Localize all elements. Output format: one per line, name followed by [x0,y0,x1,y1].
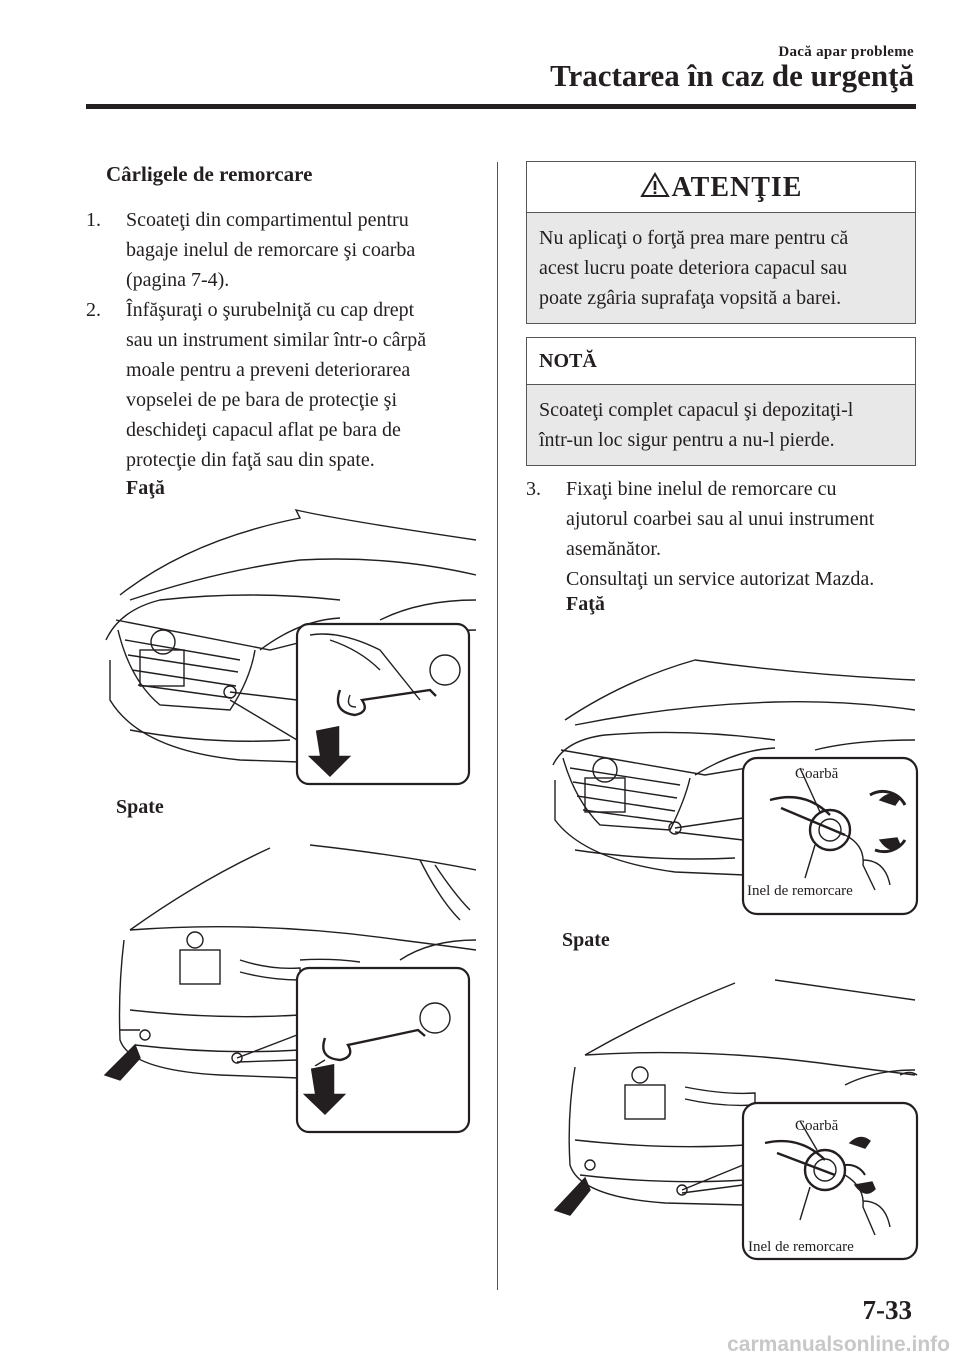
caution-box: ATENŢIE Nu aplicaţi o forţă prea mare pe… [526,161,916,324]
step-line: Scoateţi din compartimentul pentru [126,209,409,231]
step-line: bagaje inelul de remorcare şi coarba [126,239,416,261]
caution-title: ATENŢIE [671,172,803,203]
callout-ring: Inel de remorcare [747,883,853,899]
warning-icon [639,164,670,216]
step-line: Fixaţi bine inelul de remorcare cu [566,478,837,500]
step-line: moale pentru a preveni deteriorarea [126,359,411,381]
label-front: Faţă [126,477,165,499]
step-line: sau un instrument similar într-o cârpă [126,329,427,351]
note-body: Scoateţi complet capacul şi depozitaţi-l… [527,385,915,465]
step-number: 2. [86,299,101,321]
callout-wrench: Coarbă [795,766,839,782]
callout-wrench-rear: Coarbă [795,1118,839,1134]
rear-ring-illustration: Coarbă Inel de remorcare [545,975,920,1265]
step-1: 1. Scoateţi din compartimentul pentru ba… [86,205,415,295]
header-rule [86,104,916,109]
step-line: vopselei de pe bara de protecţie şi [126,389,397,411]
caution-line: acest lucru poate deteriora capacul sau [539,257,848,279]
label-front-right: Faţă [566,593,605,615]
step-3: 3. Fixaţi bine inelul de remorcare cu aj… [526,474,874,594]
step-line: Consultaţi un service autorizat Mazda. [566,568,875,590]
step-line: Înfăşuraţi o şurubelniţă cu cap drept [126,299,415,321]
step-line: (pagina 7-4). [126,269,230,291]
caution-header: ATENŢIE [527,162,915,213]
page-number: 7-33 [862,1295,913,1325]
rear-bumper-illustration [100,840,476,1140]
caution-line: Nu aplicaţi o forţă prea mare pentru că [539,227,849,249]
step-number: 1. [86,209,101,231]
watermark[interactable]: carmanualsonline.info [727,1333,950,1356]
step-number: 3. [526,478,541,500]
step-line: protecţie din faţă sau din spate. [126,449,375,471]
header-section: Dacă apar probleme [778,44,914,60]
label-rear: Spate [116,796,164,818]
callout-ring-rear: Inel de remorcare [748,1239,854,1255]
front-ring-illustration: Coarbă Inel de remorcare [545,640,920,920]
step-line: ajutorul coarbei sau al unui instrument [566,508,875,530]
caution-body: Nu aplicaţi o forţă prea mare pentru că … [527,213,915,323]
note-box: NOTĂ Scoateţi complet capacul şi depozit… [526,337,916,466]
section-title: Cârligele de remorcare [106,162,313,186]
step-line: deschideţi capacul aflat pe bara de [126,419,401,441]
note-line: într-un loc sigur pentru a nu-l pierde. [539,429,835,451]
caution-line: poate zgâria suprafaţa vopsită a barei. [539,287,842,309]
step-line: asemănător. [566,538,661,560]
note-title: NOTĂ [527,338,915,385]
page-title: Tractarea în caz de urgenţă [550,58,914,93]
step-2: 2. Înfăşuraţi o şurubelniţă cu cap drept… [86,295,426,475]
front-bumper-illustration [100,500,476,790]
label-rear-right: Spate [562,929,610,951]
column-divider [497,162,498,1290]
note-line: Scoateţi complet capacul şi depozitaţi-l [539,399,854,421]
